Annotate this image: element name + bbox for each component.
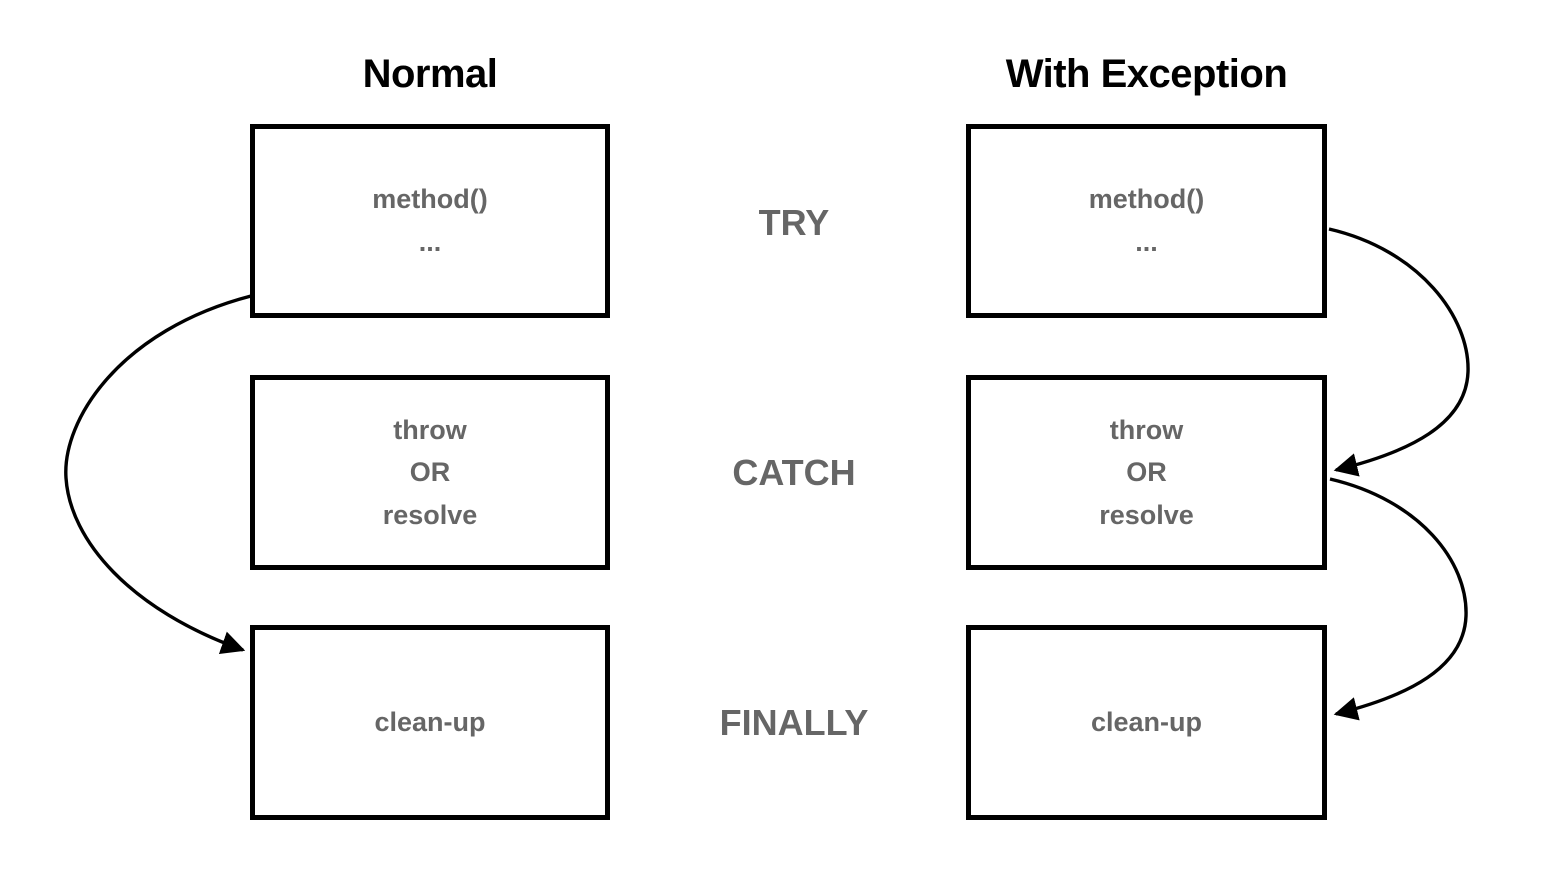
column-heading-normal: Normal xyxy=(362,52,498,96)
stage-label-catch: CATCH xyxy=(732,452,856,493)
arrow-exception-catch-to-finally xyxy=(1329,477,1468,721)
box-text-line: method() xyxy=(372,184,488,215)
box-text-line: OR xyxy=(409,457,451,488)
arrow-normal-try-to-finally xyxy=(64,294,252,655)
box-normal-finally[interactable]: clean-up xyxy=(250,625,610,820)
box-exception-finally[interactable]: clean-up xyxy=(966,625,1327,820)
box-normal-catch[interactable]: throw OR resolve xyxy=(250,375,610,570)
box-text-line: clean-up xyxy=(1090,707,1203,738)
box-text-line: resolve xyxy=(382,499,478,530)
stage-label-try: TRY xyxy=(758,202,830,243)
box-text-line: ... xyxy=(1135,227,1158,257)
box-text-line: resolve xyxy=(1099,499,1194,530)
box-exception-catch[interactable]: throw OR resolve xyxy=(966,375,1327,570)
box-text-line: OR xyxy=(1126,457,1167,488)
box-text-line: clean-up xyxy=(374,707,486,738)
box-exception-try[interactable]: method() ... xyxy=(966,124,1327,318)
box-text-line: method() xyxy=(1088,184,1205,215)
box-normal-try[interactable]: method() ... xyxy=(250,124,610,318)
box-text-line: throw xyxy=(393,414,467,445)
column-heading-with-exception: With Exception xyxy=(1005,52,1288,96)
box-text-line: ... xyxy=(418,227,442,257)
arrow-exception-try-to-catch xyxy=(1328,227,1470,477)
stage-label-finally: FINALLY xyxy=(719,702,869,743)
box-text-line: throw xyxy=(1109,414,1184,445)
